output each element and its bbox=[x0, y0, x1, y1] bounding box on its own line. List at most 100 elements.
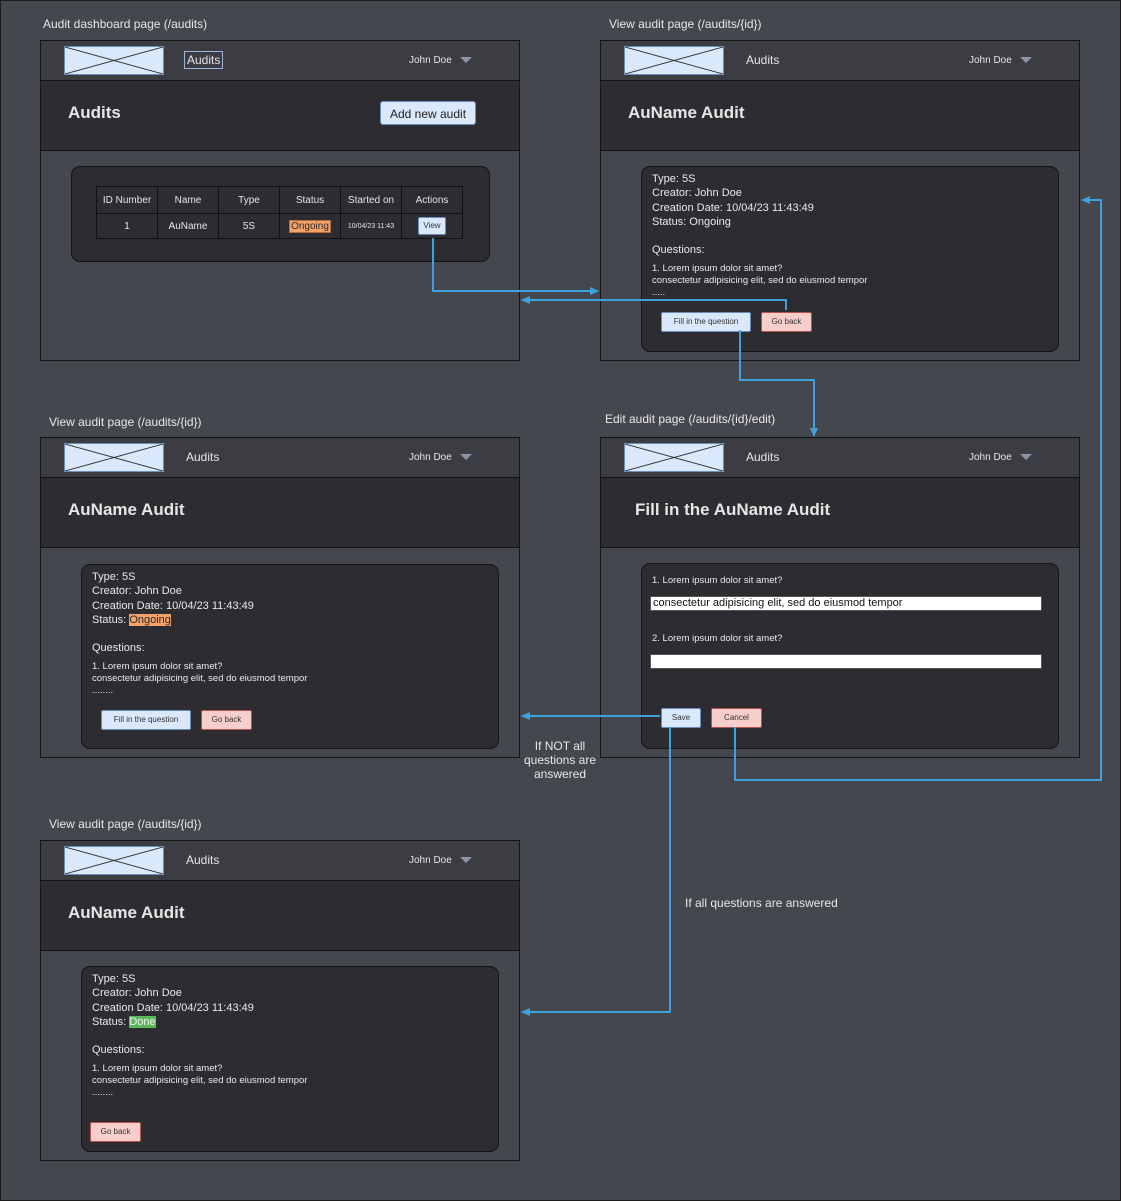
audit-creator: Creator: John Doe bbox=[652, 187, 742, 199]
go-back-button[interactable]: Go back bbox=[201, 710, 252, 730]
go-back-button[interactable]: Go back bbox=[90, 1122, 141, 1142]
audits-table: ID Number Name Type Status Started on Ac… bbox=[96, 186, 463, 239]
chevron-down-icon[interactable] bbox=[460, 454, 472, 460]
question-1: 1. Lorem ipsum dolor sit amet? bbox=[652, 263, 783, 274]
cell-status: Ongoing bbox=[279, 213, 341, 239]
arrow-cancel-to-details bbox=[734, 196, 1102, 781]
header-actions: Actions bbox=[401, 186, 463, 214]
edit-audit-frame: Audits John Doe Fill in the AuName Audit… bbox=[600, 437, 1080, 758]
audit-status: Status: Done bbox=[92, 1016, 156, 1028]
answer-1: consectetur adipisicing elit, sed do eiu… bbox=[92, 1075, 308, 1086]
answer-1: consectetur adipisicing elit, sed do eiu… bbox=[92, 673, 308, 684]
page-title: Fill in the AuName Audit bbox=[635, 500, 831, 519]
status-badge: Ongoing bbox=[129, 614, 171, 626]
audit-creator: Creator: John Doe bbox=[92, 987, 182, 999]
page-title: AuName Audit bbox=[68, 500, 185, 519]
view-audit-frame: Audits John Doe AuName Audit Type: 5S Cr… bbox=[600, 40, 1080, 361]
user-menu[interactable]: John Doe bbox=[969, 55, 1012, 66]
save-button[interactable]: Save bbox=[661, 708, 701, 728]
nav-link-audits[interactable]: Audits bbox=[186, 853, 220, 867]
more-ellipsis: ........ bbox=[92, 685, 114, 696]
status-label: Status: bbox=[92, 1016, 127, 1028]
audit-creation-date: Creation Date: 10/04/23 11:43:49 bbox=[92, 600, 254, 612]
questions-heading: Questions: bbox=[92, 642, 145, 654]
fill-question-button[interactable]: Fill in the question bbox=[661, 312, 751, 332]
arrow-save-all bbox=[521, 727, 671, 1016]
top-nav-bar: Audits John Doe bbox=[601, 41, 1079, 81]
go-back-button[interactable]: Go back bbox=[761, 312, 812, 332]
view-page-label: View audit page (/audits/{id}) bbox=[609, 17, 762, 31]
chevron-down-icon[interactable] bbox=[460, 57, 472, 63]
more-ellipsis: ........ bbox=[92, 1087, 114, 1098]
audit-type: Type: 5S bbox=[92, 973, 136, 985]
nav-link-audits[interactable]: Audits bbox=[746, 450, 780, 464]
cancel-button[interactable]: Cancel bbox=[711, 708, 762, 728]
chevron-down-icon[interactable] bbox=[1020, 57, 1032, 63]
questions-heading: Questions: bbox=[652, 244, 705, 256]
view-page-label: View audit page (/audits/{id}) bbox=[49, 415, 202, 429]
answer-1-input[interactable]: consectetur adipisicing elit, sed do eiu… bbox=[650, 596, 1042, 611]
header-started: Started on bbox=[340, 186, 402, 214]
audit-creator: Creator: John Doe bbox=[92, 585, 182, 597]
top-nav-bar: Audits John Doe bbox=[601, 438, 1079, 478]
header-id: ID Number bbox=[96, 186, 158, 214]
audit-details-card: Type: 5S Creator: John Doe Creation Date… bbox=[641, 166, 1059, 352]
chevron-down-icon[interactable] bbox=[460, 857, 472, 863]
logo-placeholder-icon bbox=[64, 46, 164, 75]
cell-actions: View bbox=[401, 213, 463, 239]
logo-placeholder-icon bbox=[64, 846, 164, 875]
page-title: AuName Audit bbox=[628, 103, 745, 122]
top-nav-bar: Audits John Doe bbox=[41, 41, 519, 81]
audit-creation-date: Creation Date: 10/04/23 11:43:49 bbox=[92, 1002, 254, 1014]
question-1-label: 1. Lorem ipsum dolor sit amet? bbox=[652, 575, 783, 586]
user-menu[interactable]: John Doe bbox=[409, 452, 452, 463]
page-header: AuName Audit bbox=[41, 478, 519, 548]
status-badge: Ongoing bbox=[289, 219, 331, 233]
status-badge: Done bbox=[129, 1016, 156, 1028]
page-title: Audits bbox=[68, 103, 121, 122]
arrow-view-to-details bbox=[432, 238, 599, 295]
user-menu[interactable]: John Doe bbox=[409, 55, 452, 66]
question-2-label: 2. Lorem ipsum dolor sit amet? bbox=[652, 633, 783, 644]
audit-details-card: Type: 5S Creator: John Doe Creation Date… bbox=[81, 966, 499, 1152]
top-nav-bar: Audits John Doe bbox=[41, 438, 519, 478]
question-1: 1. Lorem ipsum dolor sit amet? bbox=[92, 1063, 223, 1074]
dashboard-page-label: Audit dashboard page (/audits) bbox=[43, 17, 208, 31]
audit-type: Type: 5S bbox=[92, 571, 136, 583]
answer-2-input[interactable] bbox=[650, 654, 1042, 669]
page-header: AuName Audit bbox=[601, 81, 1079, 151]
view-audit-done-frame: Audits John Doe AuName Audit Type: 5S Cr… bbox=[40, 840, 520, 1161]
logo-placeholder-icon bbox=[64, 443, 164, 472]
fill-question-button[interactable]: Fill in the question bbox=[101, 710, 191, 730]
nav-link-audits[interactable]: Audits bbox=[746, 53, 780, 67]
question-1: 1. Lorem ipsum dolor sit amet? bbox=[92, 661, 223, 672]
audit-type: Type: 5S bbox=[652, 173, 696, 185]
more-ellipsis: ..... bbox=[652, 287, 666, 298]
edit-page-label: Edit audit page (/audits/{id}/edit) bbox=[605, 412, 776, 426]
all-answered-annotation: If all questions are answered bbox=[685, 896, 838, 910]
logo-placeholder-icon bbox=[624, 46, 724, 75]
page-header: AuName Audit bbox=[41, 881, 519, 951]
page-header: Fill in the AuName Audit bbox=[601, 478, 1079, 548]
chevron-down-icon[interactable] bbox=[1020, 454, 1032, 460]
user-menu[interactable]: John Doe bbox=[969, 452, 1012, 463]
add-audit-button[interactable]: Add new audit bbox=[380, 101, 476, 125]
audit-details-card: Type: 5S Creator: John Doe Creation Date… bbox=[81, 564, 499, 749]
nav-link-audits[interactable]: Audits bbox=[183, 51, 224, 69]
table-row: 1 AuName 5S Ongoing 10/04/23 11:43 View bbox=[96, 213, 463, 239]
questions-heading: Questions: bbox=[92, 1044, 145, 1056]
view-button[interactable]: View bbox=[418, 217, 446, 235]
view-page-label: View audit page (/audits/{id}) bbox=[49, 817, 202, 831]
cell-name: AuName bbox=[157, 213, 219, 239]
audit-creation-date: Creation Date: 10/04/23 11:43:49 bbox=[652, 202, 814, 214]
top-nav-bar: Audits John Doe bbox=[41, 841, 519, 881]
dashboard-frame: Audits John Doe Audits Add new audit ID … bbox=[40, 40, 520, 361]
status-label: Status: bbox=[92, 614, 127, 626]
nav-link-audits[interactable]: Audits bbox=[186, 450, 220, 464]
logo-placeholder-icon bbox=[624, 443, 724, 472]
view-audit-ongoing-frame: Audits John Doe AuName Audit Type: 5S Cr… bbox=[40, 437, 520, 758]
edit-form-card: 1. Lorem ipsum dolor sit amet? consectet… bbox=[641, 563, 1059, 749]
answer-1: consectetur adipisicing elit, sed do eiu… bbox=[652, 275, 868, 286]
user-menu[interactable]: John Doe bbox=[409, 855, 452, 866]
not-all-answered-annotation: If NOT all questions are answered bbox=[523, 739, 597, 781]
